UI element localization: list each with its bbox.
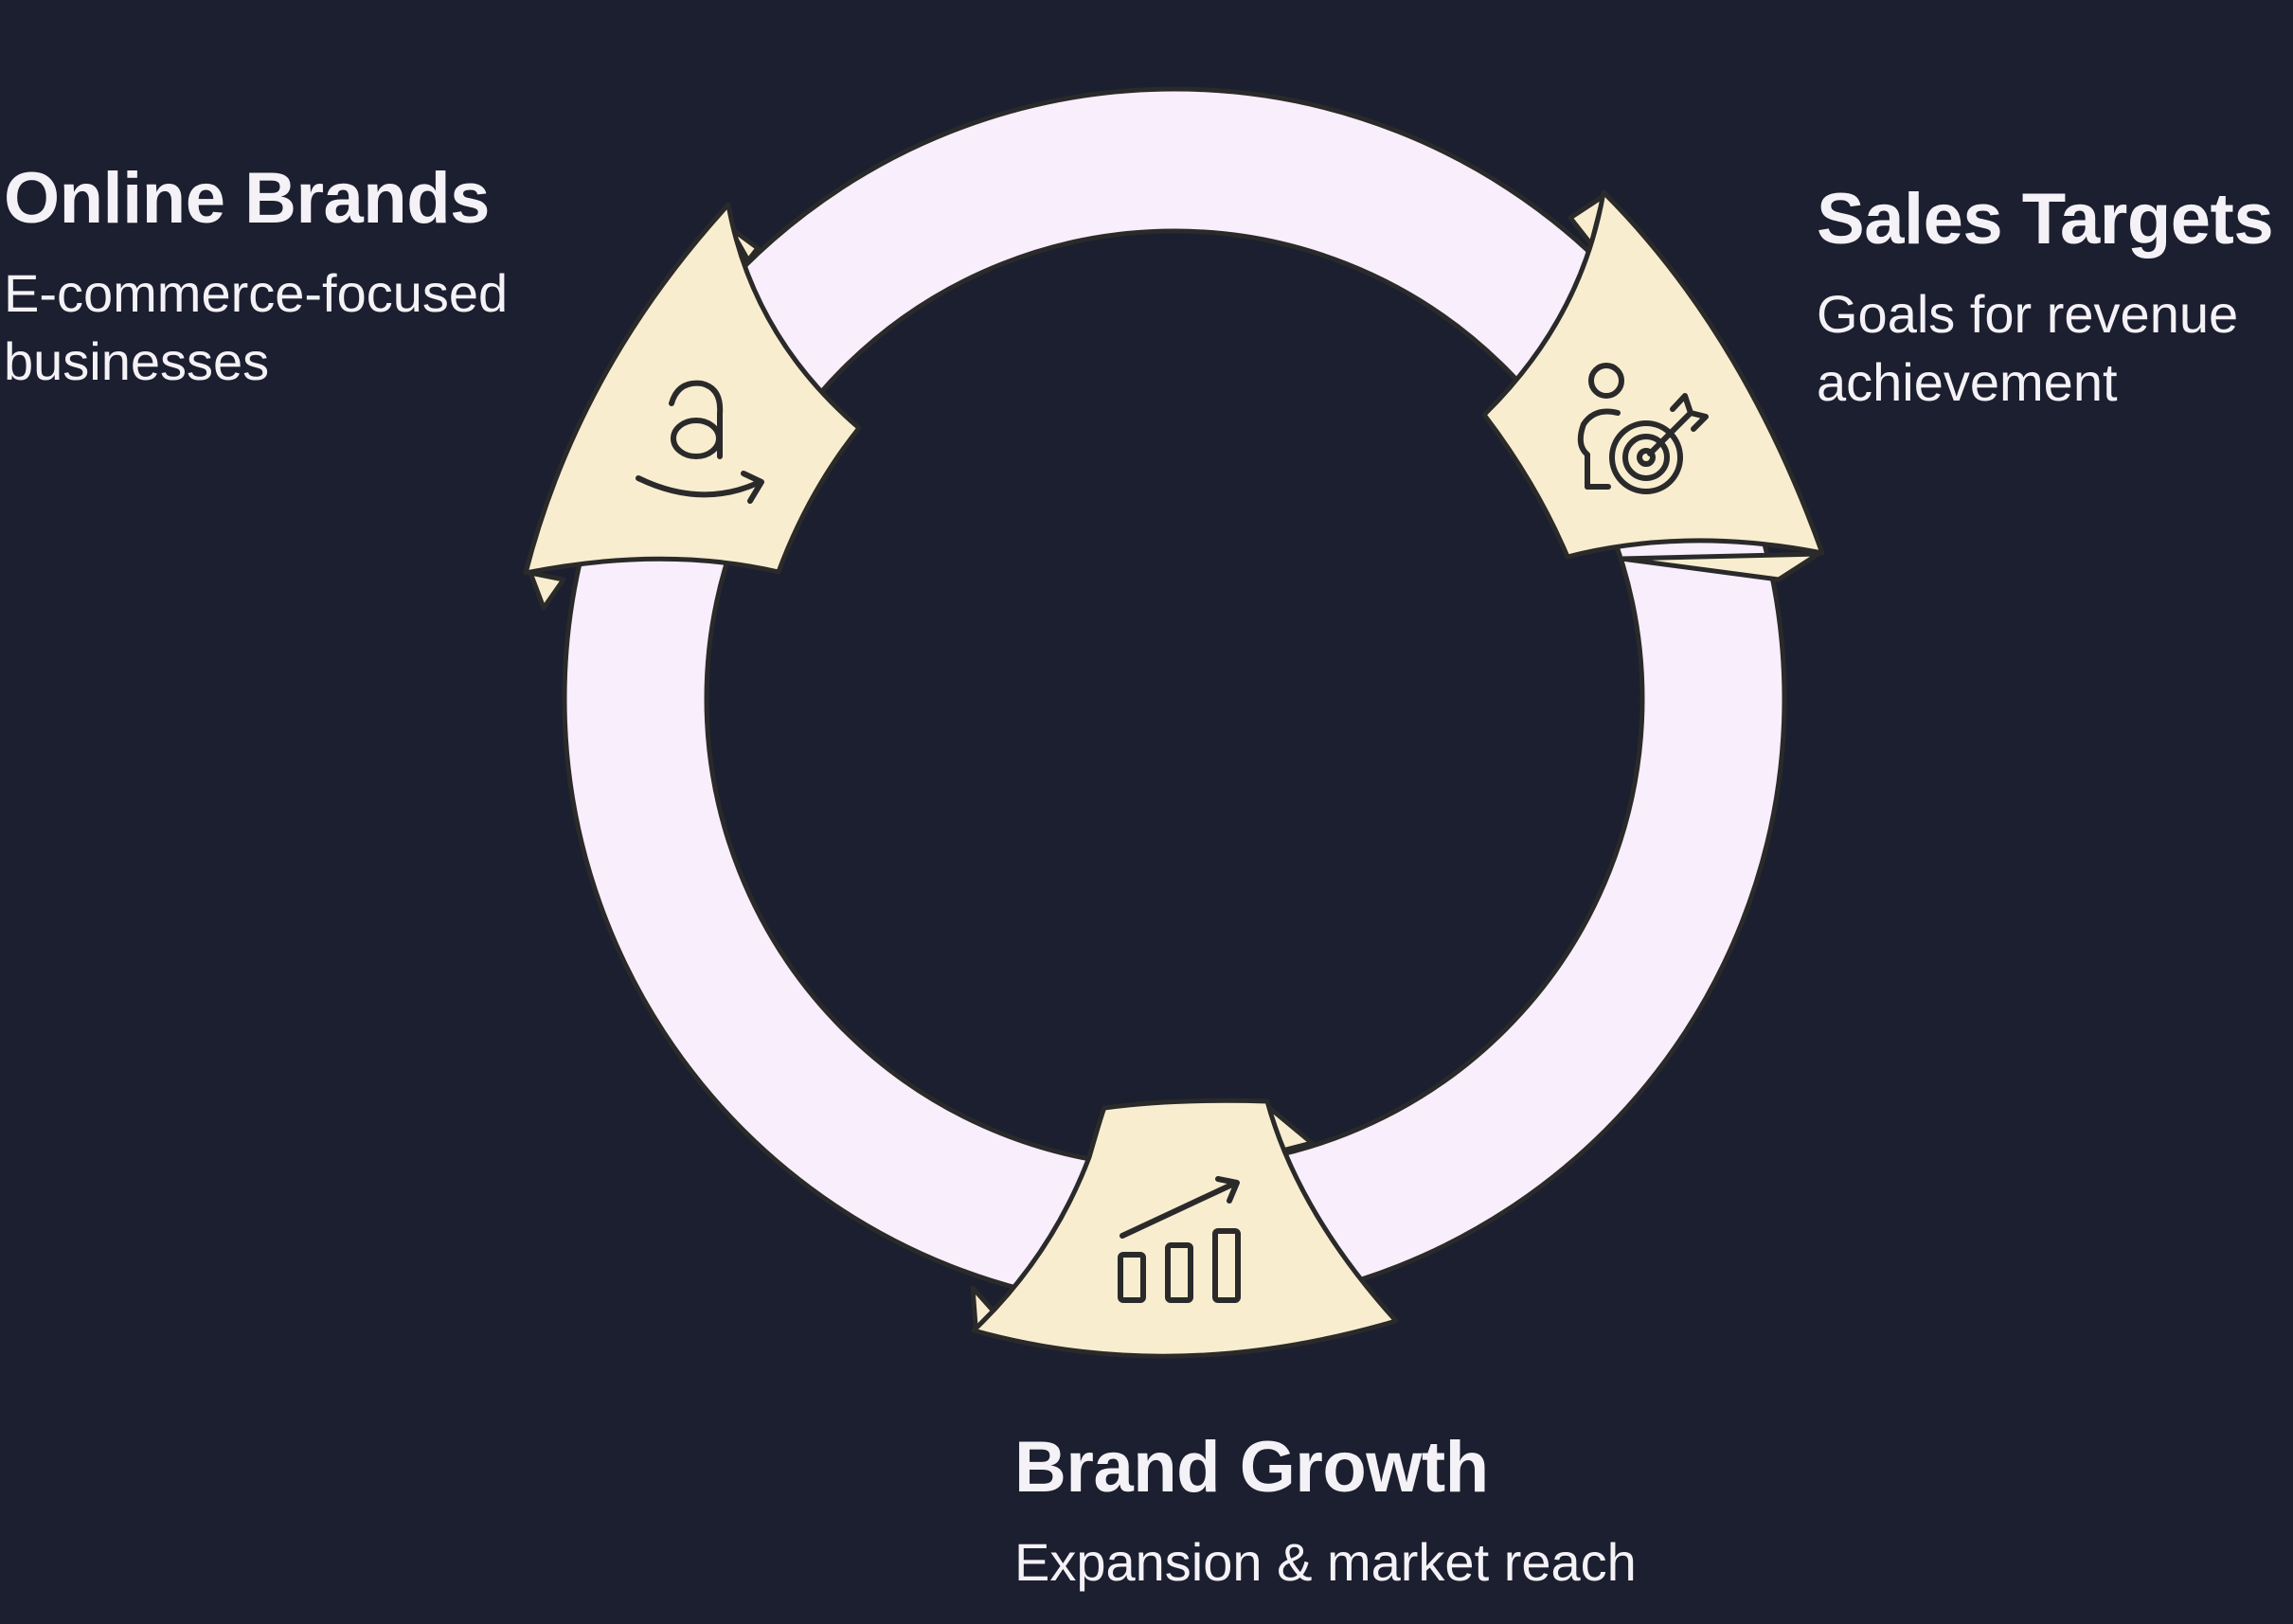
growth-chart-icon [1118, 1176, 1241, 1303]
sales-targets-description: Goals for revenue achievement [1817, 283, 2239, 413]
sales-targets-title: Sales Targets [1817, 179, 2274, 259]
arrow-online-brands-head [523, 202, 862, 576]
brand-growth-label: Brand Growth Expansion & market reach [1014, 1428, 1772, 1597]
person-target-icon [1577, 363, 1709, 494]
amazon-logo-icon [636, 380, 764, 504]
sales-targets-label: Sales Targets Goals for revenue achievem… [1817, 180, 2290, 418]
brand-growth-description: Expansion & market reach [1014, 1531, 1637, 1592]
arrow-brand-growth-head [971, 1098, 1399, 1359]
online-brands-title: Online Brands [4, 158, 490, 239]
arrow-brand-growth [970, 1098, 1399, 1359]
online-brands-description: E-commerce-focused businesses [4, 262, 509, 392]
online-brands-label: Online Brands E-commerce-focused busines… [4, 159, 534, 397]
arrow-online-brands [523, 202, 862, 611]
arrow-sales-targets-head [1481, 189, 1825, 560]
arrow-online-brands-back-left [528, 570, 566, 611]
brand-growth-title: Brand Growth [1014, 1427, 1489, 1508]
cycle-ring [562, 86, 1787, 1312]
arrow-sales-targets-back-right [1619, 551, 1821, 582]
arrow-sales-targets [1481, 189, 1825, 582]
